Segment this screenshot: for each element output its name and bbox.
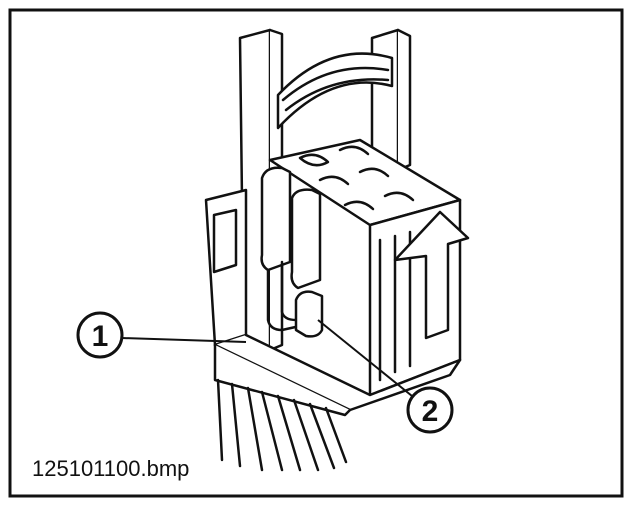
diagram-border xyxy=(8,8,624,498)
image-filename: 125101100.bmp xyxy=(32,456,190,481)
callout-2-leader xyxy=(317,319,413,397)
callout-1: 1 xyxy=(76,311,247,359)
callout-1-leader xyxy=(121,337,247,343)
callout-2: 2 xyxy=(317,319,454,434)
callout-2-label: 2 xyxy=(422,395,439,428)
callout-1-label: 1 xyxy=(92,320,109,353)
connector-illustration xyxy=(204,28,470,472)
